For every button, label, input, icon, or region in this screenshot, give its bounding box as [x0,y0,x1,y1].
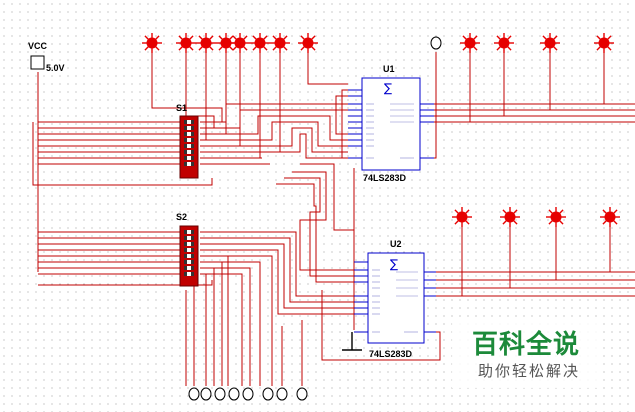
switch-s2-label: S2 [176,212,187,222]
probe-off-icon [276,387,288,401]
probe-off-icon [200,387,212,401]
probe-lit-icon [494,33,514,53]
probe-off-icon [430,36,442,50]
probe-lit-icon [216,33,236,53]
probe-lit-icon [594,33,614,53]
probe-lit-icon [452,207,472,227]
chip-u2-part: 74LS283D [369,349,413,359]
probe-lit-icon [176,33,196,53]
probe-off-icon [242,387,254,401]
ground-icon [342,332,362,351]
vcc-source: VCC 5.0V [28,41,65,73]
probe-off-icon [214,387,226,401]
chip-u2[interactable]: U2 ∑ 74LS283D [354,239,436,359]
chip-u2-ref: U2 [390,239,402,249]
probe-off-icon [188,387,200,401]
wiring [32,52,635,386]
chip-u1[interactable]: U1 ∑ 74LS283D [348,64,434,183]
probes-lit [142,33,620,227]
chip-u1-pins [348,89,434,159]
chip-u2-pin-lines [372,269,418,333]
chip-u1-part: 74LS283D [363,173,407,183]
chip-u1-pin-lines [366,103,414,159]
chip-u2-sum-symbol: ∑ [390,257,398,271]
watermark-sub: 助你轻松解决 [478,362,581,380]
probe-lit-icon [270,33,290,53]
probe-lit-icon [500,207,520,227]
switch-s1-label: S1 [176,103,187,113]
chip-u2-pins [354,261,436,333]
probe-off-icon [262,387,274,401]
watermark: 百科全说 助你轻松解决 [452,318,602,388]
probe-lit-icon [600,207,620,227]
switch-s1[interactable]: S1 [176,103,199,179]
probe-lit-icon [142,33,162,53]
switch-s2[interactable]: S2 [176,212,199,287]
probe-lit-icon [230,33,250,53]
vcc-label: VCC [28,41,48,51]
probe-lit-icon [250,33,270,53]
watermark-main: 百科全说 [472,330,581,360]
probe-lit-icon [460,33,480,53]
probe-off-icon [296,387,308,401]
chip-u1-ref: U1 [383,64,395,74]
chip-u1-sum-symbol: ∑ [384,81,392,95]
probe-lit-icon [546,207,566,227]
probe-off-icon [228,387,240,401]
probe-lit-icon [298,33,318,53]
vcc-voltage: 5.0V [46,63,65,73]
probe-lit-icon [540,33,560,53]
probes-off [188,36,442,401]
probe-lit-icon [196,33,216,53]
